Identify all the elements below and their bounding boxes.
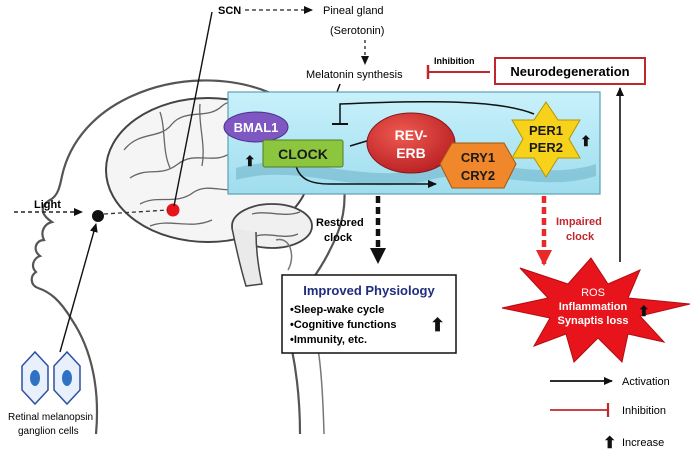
clock-to-cry-arrow <box>295 165 437 188</box>
physiology-item: •Sleep-wake cycle <box>290 304 384 316</box>
light-label: Light <box>34 199 61 211</box>
cry1-label: CRY1 <box>461 150 495 165</box>
legend-increase-icon: ⬆ <box>603 435 616 452</box>
bmal1-label: BMAL1 <box>234 120 279 135</box>
cry2-label: CRY2 <box>461 168 495 183</box>
per-node <box>511 101 581 178</box>
retina-to-eye-arrow <box>59 223 98 353</box>
per-increase-arrow: ⬆ <box>580 133 592 149</box>
scn-label: SCN <box>218 5 241 17</box>
retinal-label-line2: ganglion cells <box>18 426 79 437</box>
ear-shape <box>275 238 293 271</box>
damage-ros: ROS <box>581 287 605 299</box>
legend-increase-label: Increase <box>622 437 664 449</box>
serotonin-label: (Serotonin) <box>330 25 384 37</box>
damage-synaptic-loss: Synaptis loss <box>558 315 629 327</box>
impaired-label-line2: clock <box>566 231 595 243</box>
optic-pathway <box>103 209 169 215</box>
damage-increase-arrow: ⬆ <box>638 303 650 319</box>
impaired-label-line1: Impaired <box>556 216 602 228</box>
damage-starburst <box>501 257 691 364</box>
cry-node <box>439 142 517 189</box>
melatonin-synthesis-label: Melatonin synthesis <box>306 69 403 81</box>
legend-activation-label: Activation <box>622 376 670 388</box>
rev-erb-label-line1: REV- <box>395 127 428 143</box>
per1-label: PER1 <box>529 123 563 138</box>
physiology-item: •Immunity, etc. <box>290 334 367 346</box>
legend-inhibition-label: Inhibition <box>622 405 666 417</box>
restored-label-line1: Restored <box>316 217 364 229</box>
pineal-gland-label: Pineal gland <box>323 5 384 17</box>
physiology-increase-arrow: ⬆ <box>430 315 445 335</box>
clock-node <box>262 139 344 168</box>
per-inhibits-clock <box>339 100 535 124</box>
per2-label: PER2 <box>529 140 563 155</box>
neurodegeneration-box <box>494 57 646 85</box>
legend: Activation Inhibition ⬆ Increase <box>550 376 670 452</box>
bmal1-increase-arrow: ⬆ <box>244 153 256 169</box>
eye-shape <box>92 210 104 222</box>
scn-dot <box>166 203 180 217</box>
neurodegeneration-label: Neurodegeneration <box>510 64 629 79</box>
head-outline <box>30 79 346 435</box>
physiology-box <box>281 274 457 354</box>
retinal-label-line1: Retinal melanopsin <box>8 412 93 423</box>
clock-label: CLOCK <box>278 146 328 162</box>
restored-label-line2: clock <box>324 232 353 244</box>
rev-erb-label-line2: ERB <box>396 145 426 161</box>
bmal1-node <box>223 111 289 143</box>
inhibition-label-top: Inhibition <box>434 56 475 66</box>
damage-inflammation: Inflammation <box>559 301 628 313</box>
ganglion-cells <box>21 350 81 406</box>
brainstem-shape <box>231 227 263 287</box>
physiology-item: •Cognitive functions <box>290 319 397 331</box>
physiology-title: Improved Physiology <box>303 283 435 298</box>
scn-pointer <box>173 11 213 207</box>
